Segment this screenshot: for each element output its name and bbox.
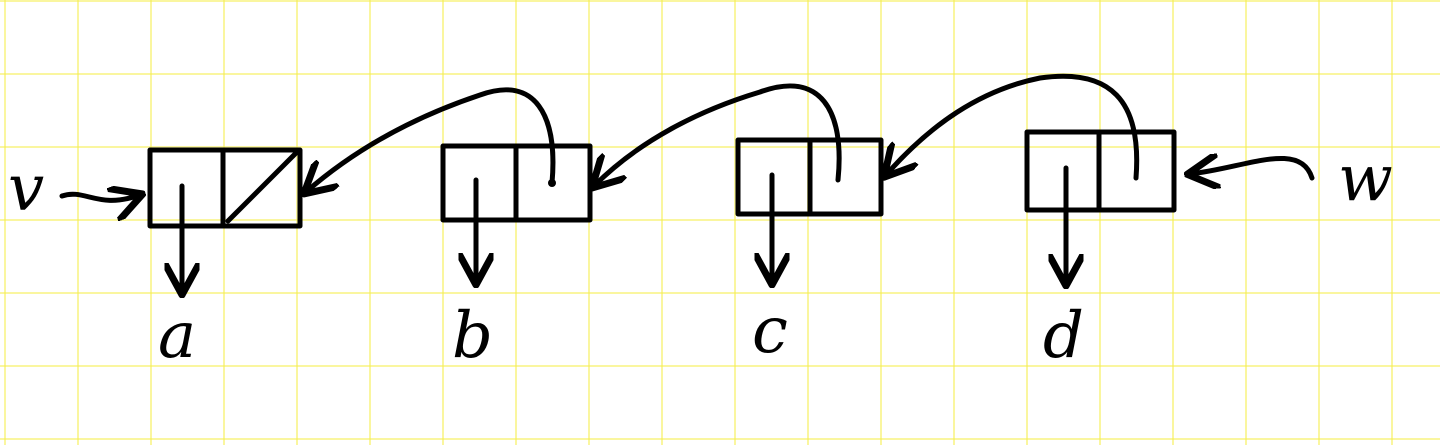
node-value-b: b <box>452 299 493 373</box>
tail-pointer-label: w <box>1338 142 1393 216</box>
next-pointer-arrow <box>306 87 556 192</box>
head-pointer-label: v <box>8 152 44 226</box>
head-pointer-arrow <box>59 194 140 200</box>
list-node-a <box>147 147 303 292</box>
null-slash <box>225 150 299 224</box>
list-node-c <box>594 83 884 282</box>
node-value-a: a <box>158 299 196 373</box>
next-pointer-arrow <box>594 83 842 186</box>
pointer-dot <box>548 179 556 187</box>
list-node-b <box>306 87 593 282</box>
list-node-d <box>886 73 1177 283</box>
next-pointer-arrow <box>886 73 1140 178</box>
tail-pointer-arrow <box>1190 158 1315 178</box>
node-value-c: c <box>752 294 788 368</box>
node-value-d: d <box>1043 299 1084 373</box>
